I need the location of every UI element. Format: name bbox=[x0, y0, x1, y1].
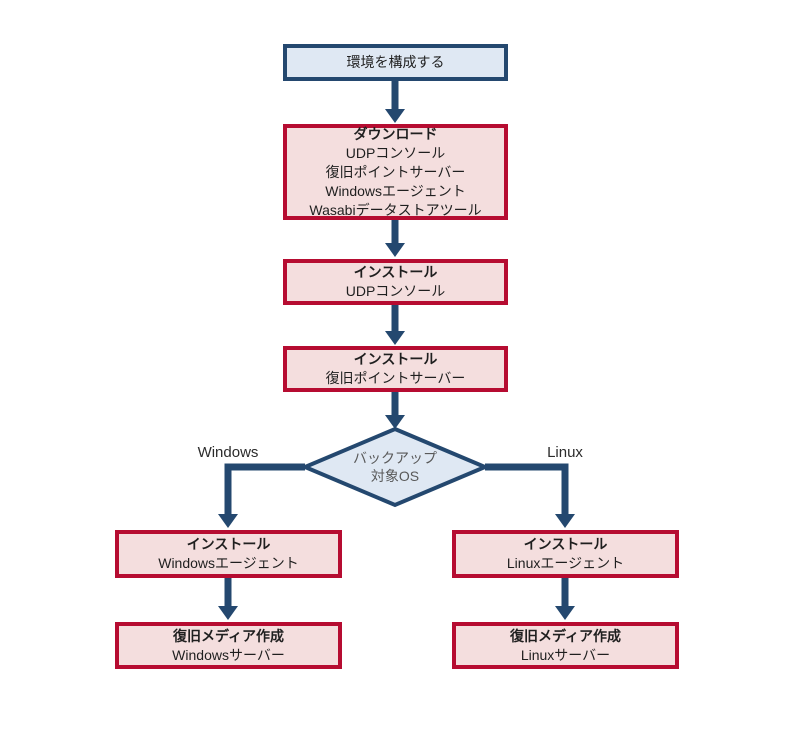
node-download: ダウンロード UDPコンソール 復旧ポイントサーバー Windowsエージェント… bbox=[283, 124, 508, 220]
node-media-windows-subtitle: Windowsサーバー bbox=[172, 646, 285, 663]
node-create-recovery-media-linux: 復旧メディア作成 Linuxサーバー bbox=[452, 622, 679, 669]
node-install-udp-console-title: インストール bbox=[353, 264, 438, 280]
node-download-item: Wasabiデータストアツール bbox=[309, 201, 482, 218]
node-download-item: UDPコンソール bbox=[345, 144, 446, 161]
branch-label-linux: Linux bbox=[547, 444, 583, 461]
node-install-recovery-point-server: インストール 復旧ポイントサーバー bbox=[283, 346, 508, 392]
node-install-windows-agent: インストール Windowsエージェント bbox=[115, 530, 342, 578]
branch-label-windows: Windows bbox=[197, 444, 259, 461]
node-install-linux-agent-subtitle: Linuxエージェント bbox=[506, 555, 625, 571]
node-download-item: 復旧ポイントサーバー bbox=[325, 163, 466, 180]
arrowhead-console-to-rps bbox=[385, 331, 405, 345]
branch-left-connector bbox=[224, 463, 305, 514]
node-start: 環境を構成する bbox=[283, 44, 508, 81]
decision-backup-os: バックアップ 対象OS bbox=[325, 449, 465, 485]
node-install-linux-agent: インストール Linuxエージェント bbox=[452, 530, 679, 578]
arrowhead-start-to-download bbox=[385, 109, 405, 123]
node-install-udp-console-subtitle: UDPコンソール bbox=[345, 283, 446, 299]
node-install-linux-agent-title: インストール bbox=[523, 536, 608, 552]
node-media-windows-title: 復旧メディア作成 bbox=[172, 627, 285, 644]
node-install-rps-title: インストール bbox=[353, 351, 438, 367]
node-create-recovery-media-windows: 復旧メディア作成 Windowsサーバー bbox=[115, 622, 342, 669]
node-download-item: Windowsエージェント bbox=[325, 182, 466, 199]
decision-line: 対象OS bbox=[370, 468, 420, 484]
arrowhead-rps-to-decision bbox=[385, 415, 405, 429]
arrowhead-branch-left bbox=[218, 514, 238, 528]
arrowhead-linagent-to-media bbox=[555, 606, 575, 620]
branch-right-connector bbox=[485, 463, 569, 514]
node-install-windows-agent-subtitle: Windowsエージェント bbox=[158, 555, 299, 571]
node-install-windows-agent-title: インストール bbox=[186, 536, 271, 552]
arrowhead-winagent-to-media bbox=[218, 606, 238, 620]
node-install-udp-console: インストール UDPコンソール bbox=[283, 259, 508, 305]
node-install-rps-subtitle: 復旧ポイントサーバー bbox=[325, 370, 466, 386]
node-media-linux-subtitle: Linuxサーバー bbox=[520, 646, 611, 663]
node-media-linux-title: 復旧メディア作成 bbox=[509, 627, 622, 644]
node-download-title: ダウンロード bbox=[353, 125, 438, 142]
arrowhead-branch-right bbox=[555, 514, 575, 528]
decision-line: バックアップ bbox=[353, 450, 437, 466]
decision-diamond-shape bbox=[299, 426, 491, 508]
node-start-label: 環境を構成する bbox=[346, 54, 445, 70]
arrowhead-download-to-install-console bbox=[385, 243, 405, 257]
